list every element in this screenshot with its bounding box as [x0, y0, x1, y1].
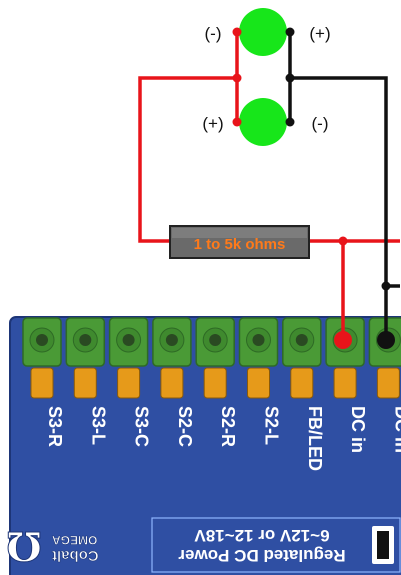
terminal-tab	[333, 367, 357, 399]
terminal-tab	[160, 367, 184, 399]
terminal-3: S3-C	[108, 317, 152, 447]
led-top-cathode	[232, 27, 242, 37]
led-bottom: (+) (-)	[202, 98, 328, 146]
terminal-screw	[79, 334, 92, 346]
terminal-screw	[209, 334, 222, 346]
terminal-label: S3-C	[132, 406, 152, 447]
power-box-range: 6~12V or 12~18V	[194, 526, 330, 545]
led-top-left-label: (-)	[205, 24, 222, 43]
terminal-screw	[252, 334, 265, 346]
dc-in-red-screw	[334, 331, 352, 349]
terminal-tab	[376, 367, 400, 399]
terminal-screw	[36, 334, 48, 346]
terminal-label: S3-R	[45, 406, 65, 447]
led-top-right-label: (+)	[309, 24, 330, 43]
led-bottom-cathode	[285, 117, 295, 127]
cobalt-omega-logo: Cobalt OMEGA Ω	[6, 522, 99, 570]
terminal-screw	[165, 334, 178, 346]
led-bottom-right-label: (-)	[312, 114, 329, 133]
terminal-label: DC in	[348, 406, 368, 453]
led-bottom-anode	[232, 117, 242, 127]
terminal-screw	[295, 334, 308, 346]
black-junction	[285, 73, 295, 83]
terminal-4: S2-C	[152, 317, 195, 447]
black-wire-main	[290, 76, 388, 340]
power-box: Regulated DC Power 6~12V or 12~18V	[151, 517, 401, 573]
terminal-2: S3-L	[65, 317, 108, 445]
resistor-label: 1 to 5k ohms	[194, 236, 286, 253]
led-bottom-body	[239, 98, 287, 146]
terminal-tab	[73, 367, 97, 399]
terminal-screw	[122, 334, 135, 346]
led-top-body	[239, 8, 287, 56]
black-junction-branch	[381, 281, 391, 291]
red-junction-resistor	[338, 236, 348, 246]
terminal-label: DC in	[391, 406, 401, 453]
logo-brand: Cobalt	[52, 547, 99, 564]
logo-sub: OMEGA	[52, 533, 98, 547]
resistor: 1 to 5k ohms	[169, 225, 310, 259]
terminal-label: S2-C	[175, 406, 195, 447]
omega-icon: Ω	[6, 522, 42, 569]
terminal-5: S2-R	[195, 317, 238, 447]
terminal-7: FB/LED	[282, 317, 325, 471]
terminal-tab	[30, 367, 54, 399]
terminal-tab	[247, 367, 270, 399]
led-bottom-left-label: (+)	[202, 114, 223, 133]
terminal-label: FB/LED	[305, 406, 325, 471]
terminal-label: S3-L	[88, 406, 108, 445]
dc-in-black-screw	[377, 331, 395, 349]
terminal-tab	[290, 367, 314, 399]
terminal-tab	[203, 367, 227, 399]
power-box-title: Regulated DC Power	[178, 546, 346, 565]
red-junction	[232, 73, 242, 83]
terminal-6: S2-L	[238, 317, 282, 445]
led-top-anode	[285, 27, 295, 37]
led-top: (-) (+)	[205, 8, 331, 56]
terminal-1: S3-R	[22, 317, 65, 447]
terminal-tab	[117, 367, 141, 399]
terminal-label: S2-R	[218, 406, 238, 447]
terminal-label: S2-L	[262, 406, 282, 445]
power-switch-slot	[377, 531, 389, 559]
terminal-strip: S3-R S3-L S3-C S2-C S2-R S2-L FB/LED DC in DC in	[22, 317, 401, 471]
